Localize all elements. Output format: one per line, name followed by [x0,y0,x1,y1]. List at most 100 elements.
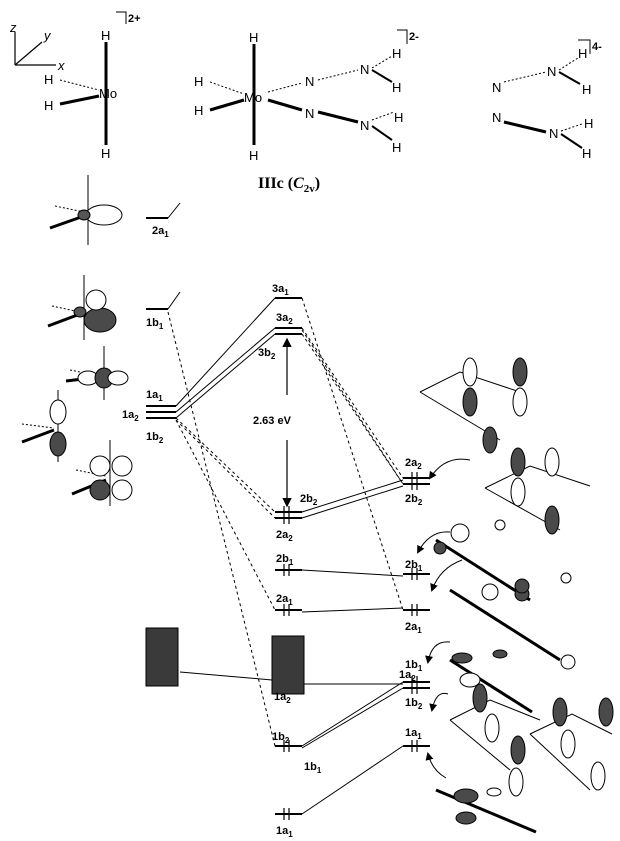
pointer-arrow [429,692,449,712]
charge-label: 2- [409,31,419,43]
n-label: N [360,62,369,77]
z-axis-label: z [9,20,17,35]
orbital-lobe [514,578,530,594]
dashed-line [301,329,404,485]
level-label: 1b2 [146,431,164,445]
h-label: H [392,80,401,95]
charge-bracket [578,39,591,54]
n-h-bond [371,111,395,121]
n-label: N [305,106,314,121]
sketch-chain [435,788,537,834]
orbital-sketches-left [21,175,133,506]
h-label-top: H [101,28,110,43]
n-h-bond [371,69,393,83]
orbital-sketch [449,683,541,797]
correlation-line [179,671,273,681]
orbital-lobe [462,387,478,417]
level-labels-center: 3a1 3a2 3b2 2b2 2a2 2b1 2a1 1a2 1b2 1b1 … [258,283,322,839]
h-label: H [582,82,591,97]
level-tail [167,291,181,310]
metal-label: Mo [99,86,117,101]
orbital-lobe [512,357,528,387]
sketch-frame [529,713,613,735]
dashed-line [175,417,276,513]
orbital-sketch [529,697,614,791]
correlation-line [301,681,404,747]
orbital-sketch [449,572,576,670]
sketch-chain [435,538,531,602]
n-label: N [492,110,501,125]
n-h-bond [371,125,393,141]
orbital-lobe [560,729,576,759]
n-n-hashed-bond [503,71,547,83]
sketch-bond [49,214,85,230]
pointer-arrow [430,559,463,592]
sketch-frame [484,465,591,489]
level-label: 2a1 [152,225,169,239]
pointer-arrow [425,641,451,664]
level-label: 2b1 [405,559,423,573]
level-label: 2b2 [405,493,423,507]
n-h-bond [558,57,579,71]
level-label: 1b1 [146,317,164,331]
orbital-lobe [544,505,560,535]
level-label: 1a1 [146,389,163,403]
n-label: N [549,126,558,141]
correlation-line [301,687,404,749]
sketch-bond [21,423,55,429]
fragment-left [59,11,127,145]
level-label: 2a2 [276,529,293,543]
gap-label: 2.63 eV [253,415,292,427]
correlation-line [301,745,404,815]
orbital-sketch [484,447,591,535]
band-block-center [271,635,305,695]
orbital-lobe [510,735,526,765]
mo-n-hashed-bond [267,82,303,93]
level-label: 1b1 [405,659,423,673]
band-block-left [145,627,179,687]
correlation-line [301,485,404,519]
n-h-bond [560,133,583,149]
orbital-lobe [484,713,500,743]
h-label: H [392,46,401,61]
orbital-lobe [451,652,473,664]
mo-h-hashed-bond [209,81,245,95]
correlation-line [175,297,276,407]
level-label: 1b2 [405,697,423,711]
orbital-sketch [65,346,129,400]
orbital-lobe [433,541,447,555]
level-label: 2b1 [276,553,294,567]
h-label: H [194,103,203,118]
n-h-bond [560,123,583,132]
metal-label: Mo [244,90,262,105]
orbital-lobe [590,761,606,791]
orbital-lobe [459,672,481,688]
orbital-lobe [111,455,133,477]
dashed-line [175,419,276,611]
orbital-lobe [107,370,129,386]
dashed-line [301,297,404,611]
orbital-sketch [435,787,537,834]
orbital-lobe [455,811,477,825]
level-label: 1a2 [274,691,291,705]
level-label: 1a2 [399,669,416,683]
sketch-frame [449,719,511,771]
correlation-line [301,607,404,613]
orbital-lobe [111,479,133,501]
h-label: H [249,148,258,163]
sketch-bond [54,205,85,213]
level-label: 2a1 [276,593,293,607]
mo-h-hashed-bond [59,79,100,91]
y-axis-label: y [43,28,52,43]
h-label: H [394,110,403,125]
sketch-frame [529,733,591,791]
pointer-arrow [428,458,471,480]
orbital-sketch [47,275,117,340]
orbital-lobe [89,479,111,501]
n-n-hashed-bond [317,69,359,81]
x-axis-label: x [57,58,65,73]
sketch-bond [21,428,55,444]
correlation-line [175,327,276,413]
level-tail [167,202,181,219]
h-label-left-bottom: H [44,98,53,113]
